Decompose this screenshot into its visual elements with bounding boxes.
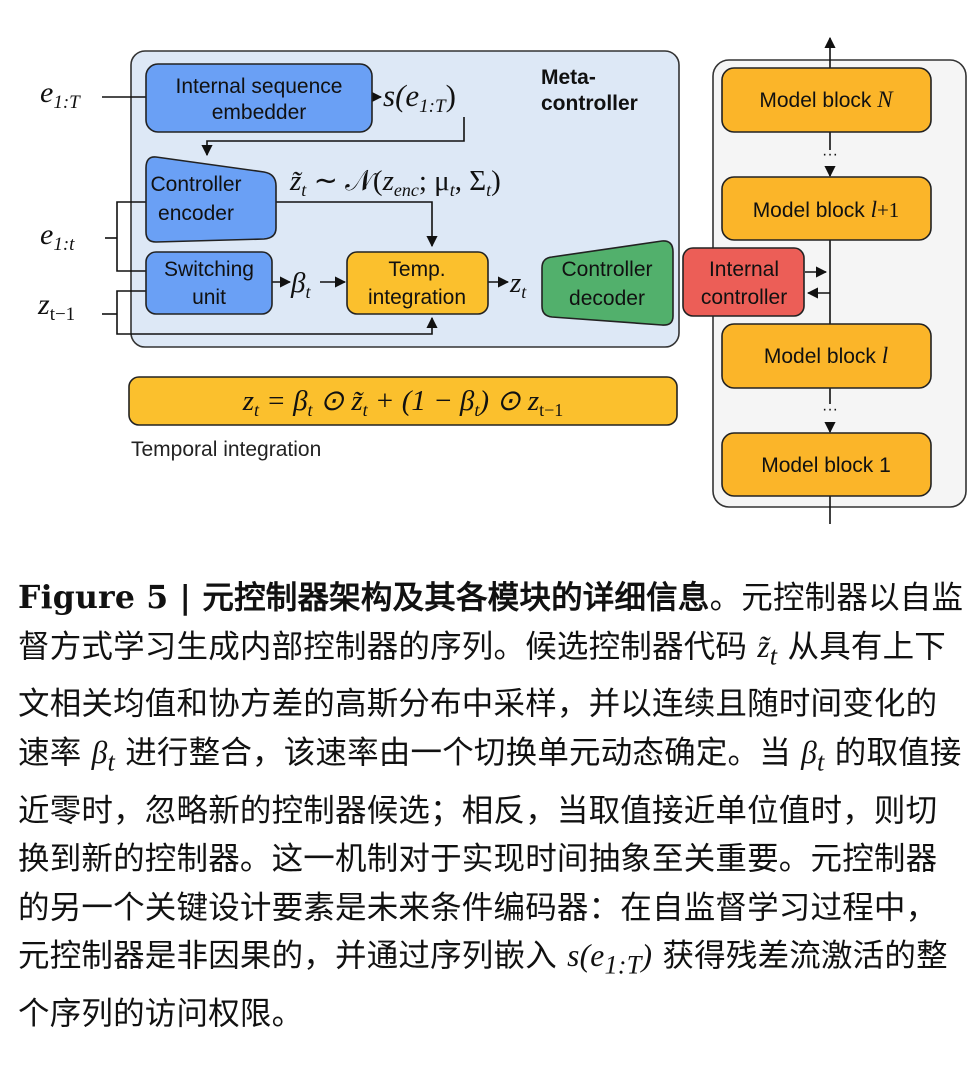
figure-title: 元控制器架构及其各模块的详细信息 bbox=[202, 579, 710, 616]
caption-math: s(e1:T) bbox=[567, 938, 653, 980]
model-stack-connectors bbox=[805, 36, 836, 524]
input-e-partial: e1:t bbox=[40, 218, 75, 255]
svg-text:zt: zt bbox=[509, 267, 527, 302]
input-e-full: e1:T bbox=[40, 76, 81, 113]
caption-text: 。元控制器以自监督方式学习生成内部控制器的序列。候选控制器代码 bbox=[18, 580, 964, 665]
model-block-n: Model block N bbox=[721, 67, 932, 133]
svg-text:zt = βt ⊙ z̃t + (1 − βt) ⊙ zt−: zt = βt ⊙ z̃t + (1 − βt) ⊙ zt−1 bbox=[242, 385, 564, 420]
internal-controller-box: Internal controller bbox=[682, 247, 805, 317]
svg-text:Model block 1: Model block 1 bbox=[761, 454, 891, 477]
svg-text:Temp.: Temp. bbox=[388, 258, 445, 281]
svg-text:e1:T: e1:T bbox=[40, 76, 81, 113]
caption-text: 的取值接近零时，忽略新的控制器候选；相反，当取值接近单位值时，则切换到新的控制器… bbox=[18, 734, 962, 975]
svg-text:embedder: embedder bbox=[212, 101, 307, 124]
switching-unit-box: Switching unit bbox=[145, 251, 273, 315]
ellipsis-upper: ··· bbox=[822, 146, 838, 163]
svg-text:βt: βt bbox=[290, 267, 311, 302]
internal-sequence-embedder-box: Internal sequence embedder bbox=[145, 63, 373, 133]
temporal-integration-box: Temp. integration bbox=[346, 251, 489, 315]
svg-text:zt−1: zt−1 bbox=[37, 288, 75, 325]
svg-text:encoder: encoder bbox=[158, 202, 234, 225]
caption-text: 从具有上下文相关均值和协方差的高斯分布中采样，并以连续且随时间变化的速率 bbox=[18, 628, 947, 771]
z-out-label: zt bbox=[509, 267, 527, 302]
caption-math: βt bbox=[801, 734, 825, 777]
figure-label: Figure 5 | bbox=[18, 579, 203, 616]
model-block-l-plus-1: Model block l+1 bbox=[721, 176, 932, 241]
caption-math: z̃t bbox=[757, 628, 778, 670]
svg-text:s(e1:T): s(e1:T) bbox=[383, 78, 456, 117]
caption-text: 获得残差流激活的整个序列的访问权限。 bbox=[18, 938, 948, 1032]
caption-text: 进行整合，该速率由一个切换单元动态确定。当 bbox=[115, 734, 802, 771]
svg-text:e1:t: e1:t bbox=[40, 218, 75, 255]
svg-text:Internal sequence: Internal sequence bbox=[176, 75, 343, 98]
svg-text:Model block l+1: Model block l+1 bbox=[753, 197, 900, 222]
equation-caption: Temporal integration bbox=[131, 438, 321, 461]
svg-text:z̃t ∼ 𝒩(zenc; μt, Σt): z̃t ∼ 𝒩(zenc; μt, Σt) bbox=[289, 165, 501, 200]
temporal-integration-equation: zt = βt ⊙ z̃t + (1 − βt) ⊙ zt−1 bbox=[128, 376, 678, 426]
svg-text:Switching: Switching bbox=[164, 258, 254, 281]
sampling-formula: z̃t ∼ 𝒩(zenc; μt, Σt) bbox=[289, 165, 501, 200]
svg-text:integration: integration bbox=[368, 286, 466, 309]
beta-label: βt bbox=[290, 267, 311, 302]
meta-controller-title: Meta- bbox=[541, 66, 596, 89]
meta-controller-title-2: controller bbox=[541, 92, 638, 115]
controller-decoder-box: Controller decoder bbox=[541, 240, 674, 326]
svg-text:Controller: Controller bbox=[150, 173, 241, 196]
s-embedding-label: s(e1:T) bbox=[383, 78, 456, 117]
svg-text:decoder: decoder bbox=[569, 287, 645, 310]
model-block-1: Model block 1 bbox=[721, 432, 932, 497]
controller-encoder-box: Controller encoder bbox=[145, 156, 277, 243]
svg-text:Controller: Controller bbox=[561, 258, 652, 281]
input-z-prev: zt−1 bbox=[37, 288, 75, 325]
connectors bbox=[102, 91, 510, 335]
caption-math: βt bbox=[91, 734, 116, 777]
svg-text:Internal: Internal bbox=[709, 258, 779, 281]
figure-caption: Figure 5 | 元控制器架构及其各模块的详细信息。元控制器以自监督方式学习… bbox=[18, 574, 968, 1038]
svg-text:controller: controller bbox=[701, 286, 787, 309]
meta-controller-architecture-diagram: Meta- controller e1:T e1:t zt−1 Internal… bbox=[37, 36, 967, 524]
svg-text:Model block N: Model block N bbox=[759, 87, 894, 112]
svg-text:unit: unit bbox=[192, 286, 226, 309]
ellipsis-lower: ··· bbox=[822, 401, 838, 418]
svg-text:Model block l: Model block l bbox=[764, 343, 888, 368]
model-block-l: Model block l bbox=[721, 323, 932, 389]
